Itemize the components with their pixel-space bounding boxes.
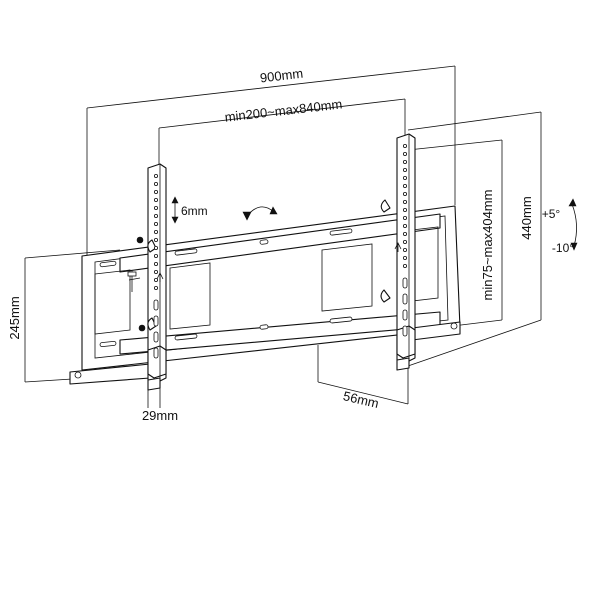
right-arm-hole bbox=[402, 215, 407, 220]
right-arm-hole bbox=[402, 183, 407, 188]
left-arm-hole bbox=[153, 197, 158, 202]
right-arm-hole bbox=[402, 199, 407, 204]
right-arm-hole bbox=[402, 191, 407, 196]
right-arm-slot bbox=[402, 277, 408, 289]
vesa-vertical-dimension: min75~max404mm bbox=[407, 139, 503, 331]
right-arm-hole bbox=[402, 255, 407, 260]
left-arm-slot bbox=[153, 331, 159, 343]
right-arm-hole bbox=[402, 223, 407, 228]
right-arm-hole bbox=[402, 143, 407, 148]
left-arm-slot bbox=[153, 347, 159, 359]
tilt-down-label: -10° bbox=[552, 241, 574, 255]
right-arm-slot bbox=[402, 293, 408, 305]
lock-lever bbox=[127, 236, 146, 332]
right-arm-hole bbox=[402, 231, 407, 236]
frame-height-label: 245mm bbox=[7, 296, 22, 339]
wall-plate bbox=[69, 205, 461, 385]
left-arm-slot bbox=[153, 299, 159, 311]
left-arm-hole bbox=[153, 253, 158, 258]
left-arm-up-arrow-icon bbox=[156, 272, 164, 282]
left-bracket-arm bbox=[147, 163, 167, 391]
left-arm-hole bbox=[153, 237, 158, 242]
right-arm-hole bbox=[402, 175, 407, 180]
extension-dimension: 56mm bbox=[317, 345, 409, 411]
right-arm-hole bbox=[402, 151, 407, 156]
right-arm-hole bbox=[402, 167, 407, 172]
overall-width-dimension: 900mm bbox=[86, 65, 456, 372]
right-arm-hole bbox=[402, 239, 407, 244]
left-arm-hole bbox=[153, 269, 158, 274]
left-arm-hole bbox=[153, 245, 158, 250]
left-arm-hole bbox=[153, 181, 158, 186]
vertical-shift-label: 6mm bbox=[181, 204, 208, 218]
depth-label: 29mm bbox=[142, 408, 178, 423]
vesa-horizontal-label: min200~max840mm bbox=[224, 96, 343, 124]
right-arm-up-arrow-icon bbox=[394, 242, 402, 252]
left-arm-hole bbox=[153, 277, 158, 282]
vertical-shift-indicator: 6mm bbox=[171, 196, 208, 224]
left-arm-hole bbox=[153, 221, 158, 226]
left-arm-hole bbox=[153, 261, 158, 266]
right-arm-hole bbox=[402, 159, 407, 164]
left-arm-hole bbox=[153, 285, 158, 290]
left-arm-hole bbox=[153, 213, 158, 218]
left-arm-hole bbox=[153, 229, 158, 234]
right-arm-slot bbox=[402, 309, 408, 321]
left-arm-hole bbox=[153, 173, 158, 178]
vesa-vertical-label: min75~max404mm bbox=[480, 190, 495, 301]
overall-height-dimension: 440mm bbox=[407, 111, 542, 367]
right-arm-hole bbox=[402, 263, 407, 268]
left-arm-hole bbox=[153, 189, 158, 194]
right-arm-slot bbox=[402, 325, 408, 337]
right-arm-hole bbox=[402, 247, 407, 252]
left-arm-hole bbox=[153, 205, 158, 210]
tilt-rotation-arrow-icon bbox=[242, 206, 278, 221]
vesa-horizontal-dimension: min200~max840mm bbox=[158, 96, 406, 168]
tilt-range-indicator: +5° -10° bbox=[542, 198, 578, 255]
overall-height-label: 440mm bbox=[519, 196, 534, 239]
frame-height-dimension: 245mm bbox=[7, 249, 121, 383]
tilt-up-label: +5° bbox=[542, 207, 561, 221]
bracket-holes bbox=[153, 143, 408, 359]
overall-width-label: 900mm bbox=[259, 66, 304, 86]
extension-label: 56mm bbox=[342, 388, 381, 411]
right-arm-hole bbox=[402, 207, 407, 212]
left-arm-slot bbox=[153, 315, 159, 327]
